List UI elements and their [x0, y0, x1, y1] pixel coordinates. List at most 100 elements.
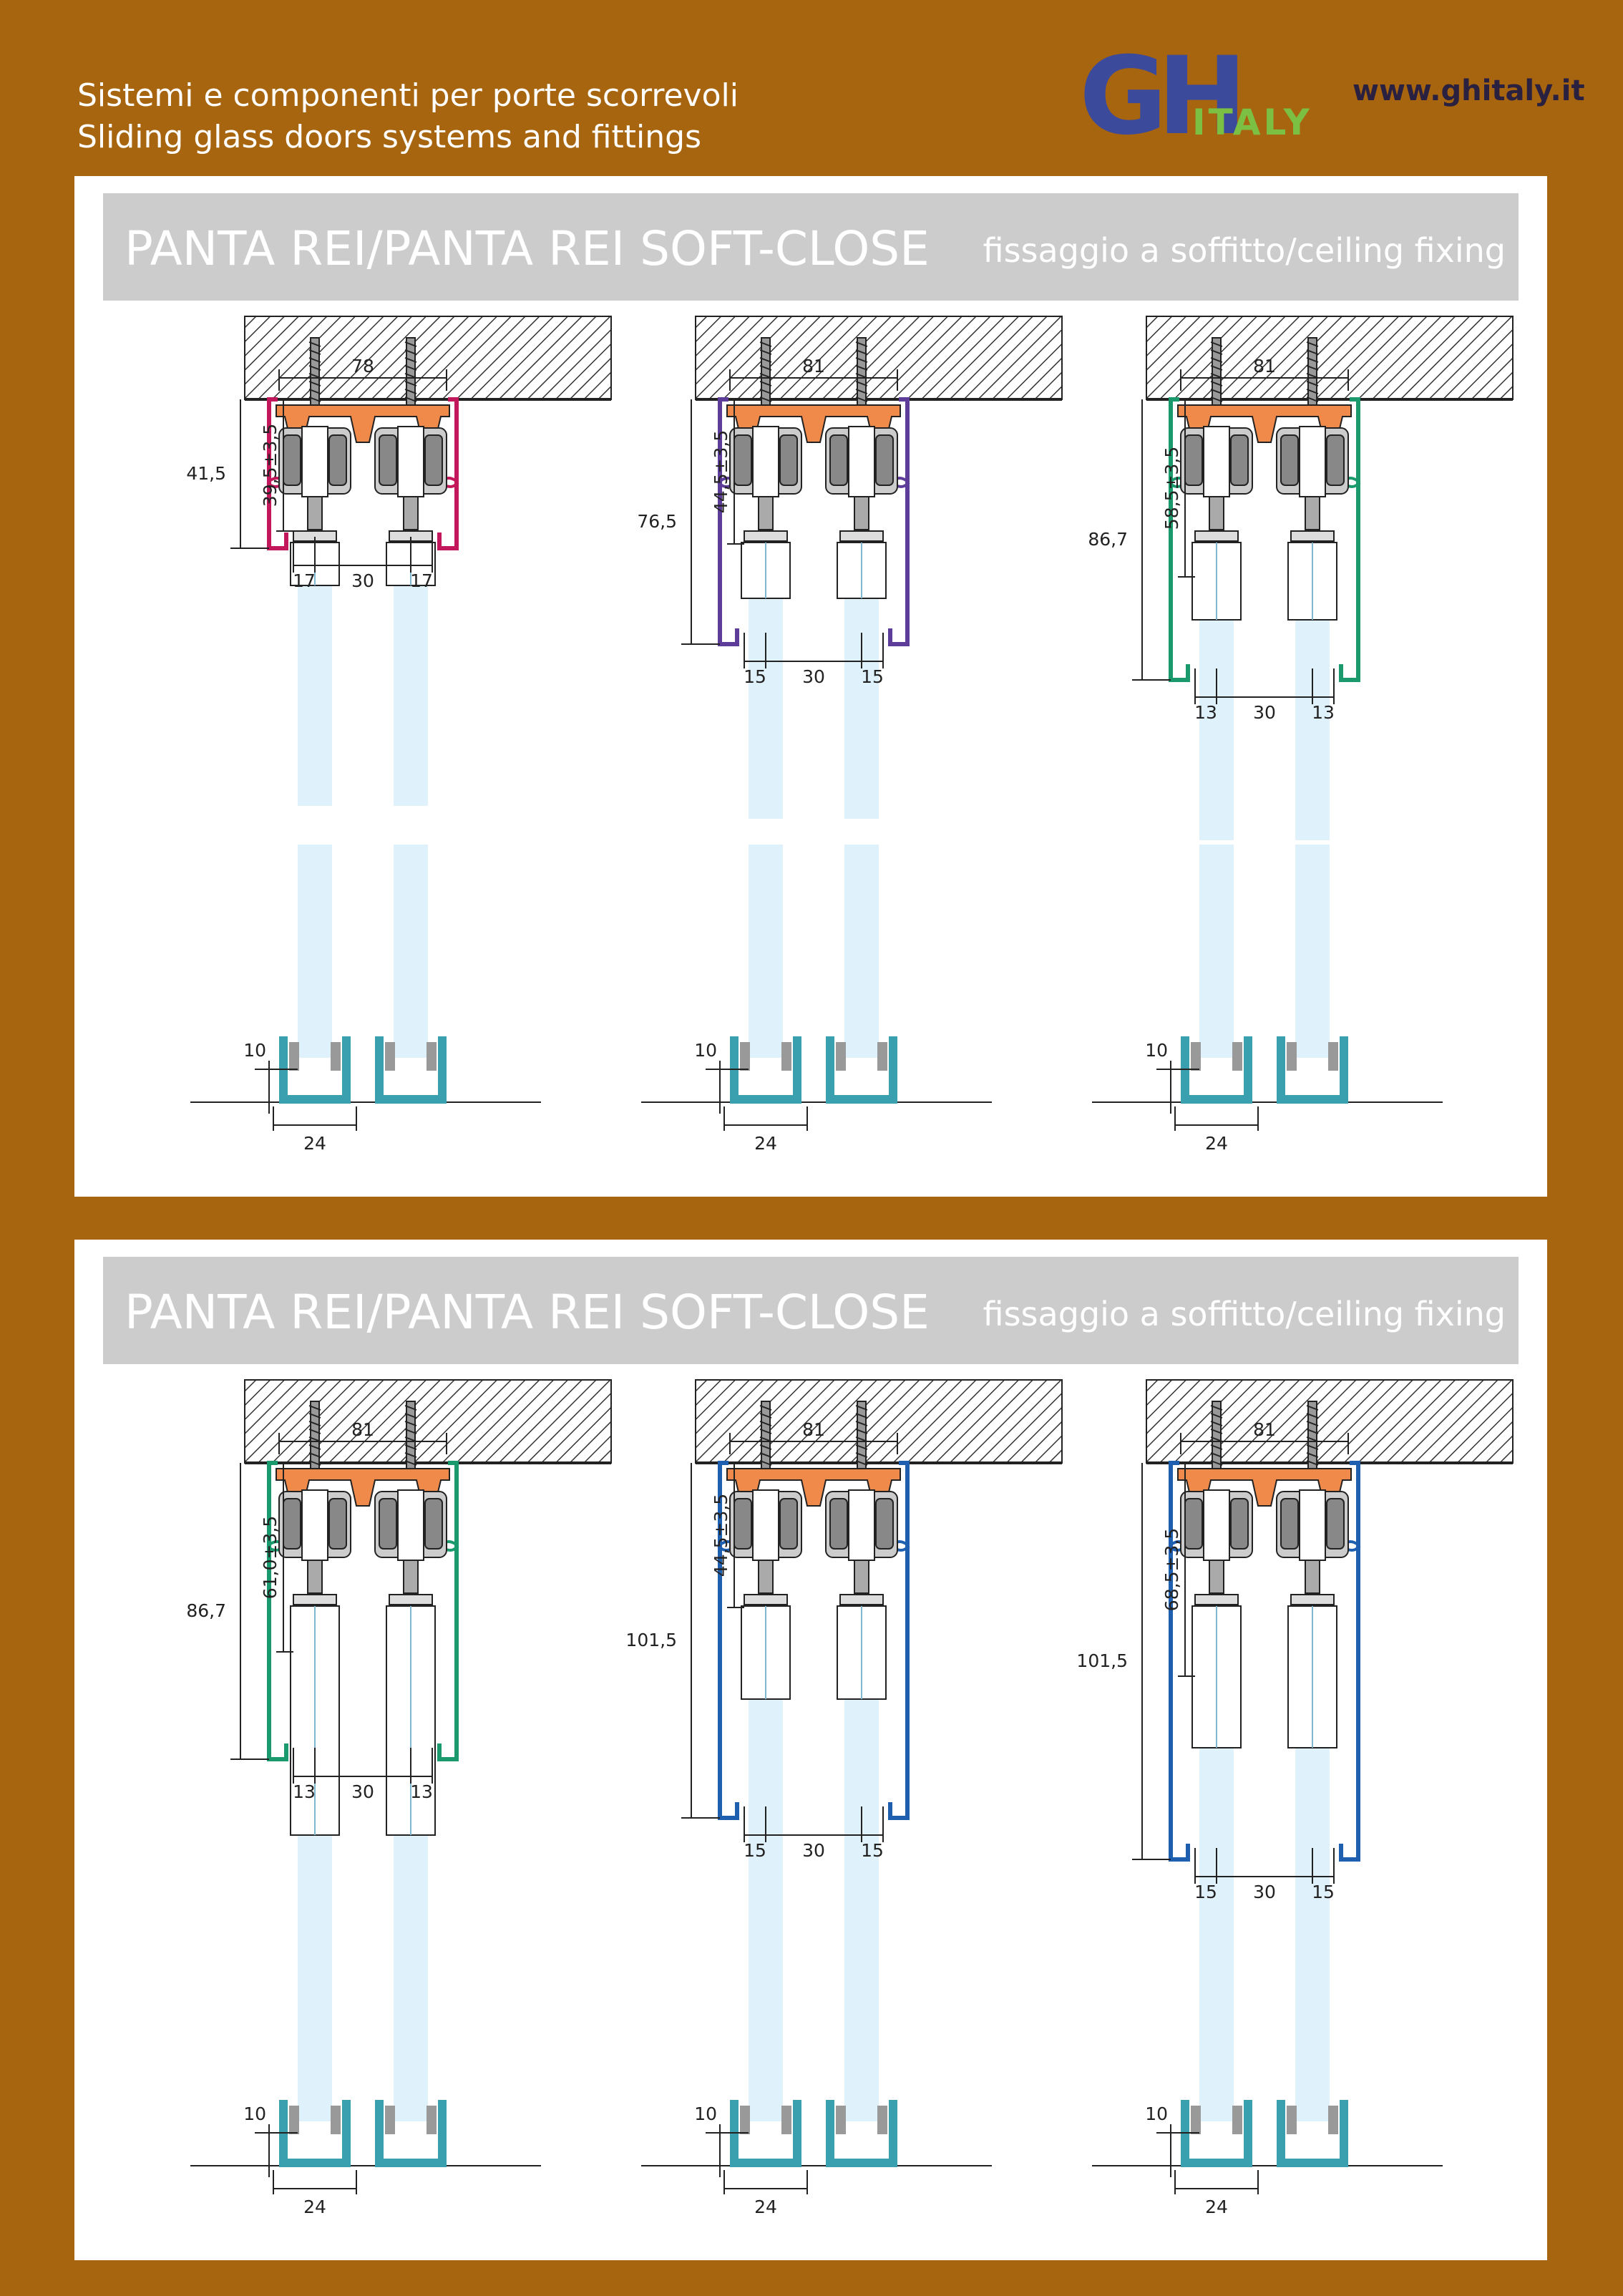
dim-label-spacing-center: 30 — [351, 570, 374, 591]
dim-label-height-total: 101,5 — [1076, 1650, 1128, 1671]
hanger-stem-left — [1209, 496, 1224, 530]
bolt-thread-right — [404, 1421, 417, 1426]
bottom-guide-right — [826, 1036, 897, 1104]
bolt-thread-left — [308, 1405, 321, 1411]
bottom-guide-right — [1277, 2100, 1348, 2167]
bolt-thread-right — [855, 1429, 868, 1434]
bolt-thread-left — [759, 365, 772, 371]
bolt-thread-right — [855, 1405, 868, 1411]
ceiling-slab — [1146, 316, 1514, 400]
bolt-thread-left — [759, 1421, 772, 1426]
bolt-thread-right — [404, 341, 417, 347]
guide-insert-right-a — [385, 1042, 395, 1071]
bolt-thread-left — [308, 389, 321, 394]
bolt-thread-right — [404, 1444, 417, 1450]
glass-pane-left-upper — [1199, 577, 1234, 840]
dim-label-spacing-right: 15 — [861, 666, 884, 687]
bolt-thread-right — [1306, 1413, 1319, 1419]
bolt-thread-right — [1306, 357, 1319, 363]
dim-label-height-total: 86,7 — [186, 1600, 226, 1621]
bolt-thread-left — [759, 1452, 772, 1458]
dim-label-spacing-left: 15 — [744, 1840, 766, 1861]
dim-label-guide-width: 24 — [1205, 2197, 1228, 2217]
bolt-thread-left — [308, 1444, 321, 1450]
hanger-nut-left — [293, 1594, 337, 1605]
bolt-thread-left — [308, 365, 321, 371]
bolt-thread-right — [1306, 1444, 1319, 1450]
bolt-thread-left — [308, 397, 321, 402]
guide-insert-left-a — [740, 1042, 750, 1071]
roller-axle-block-left — [301, 426, 328, 497]
hanger-stem-right — [854, 496, 869, 530]
track-profile-right — [1339, 397, 1360, 682]
dim-label-spacing-center: 30 — [1253, 702, 1276, 723]
bolt-thread-right — [1306, 365, 1319, 371]
bottom-guide-left — [279, 2100, 351, 2167]
guide-insert-right-b — [427, 1042, 437, 1071]
dim-label-spacing-center: 30 — [802, 1840, 825, 1861]
ceiling-bolt-right — [1307, 337, 1317, 406]
dim-label-guide-width: 24 — [303, 2197, 326, 2217]
ceiling-bolt-left — [761, 1401, 771, 1469]
roller-wheel-left-b — [779, 434, 798, 486]
glass-pane-left-lower — [749, 845, 783, 1058]
hanger-stem-right — [403, 496, 419, 530]
dim-label-spacing-right: 13 — [1312, 702, 1335, 723]
guide-insert-right-b — [1328, 1042, 1338, 1071]
bolt-thread-right — [855, 365, 868, 371]
dim-label-guide-depth: 10 — [1145, 1040, 1168, 1061]
dim-label-guide-depth: 10 — [694, 2103, 717, 2124]
bolt-thread-left — [759, 1444, 772, 1450]
dim-label-guide-depth: 10 — [243, 2103, 266, 2124]
ceiling-bolt-left — [761, 337, 771, 406]
glass-pane-right-upper — [394, 543, 428, 806]
roller-wheel-left-a — [733, 434, 752, 486]
bolt-thread-right — [1306, 1460, 1319, 1466]
bolt-thread-left — [759, 1429, 772, 1434]
dim-label-height-total: 101,5 — [625, 1630, 677, 1650]
bolt-thread-right — [1306, 349, 1319, 355]
bolt-thread-left — [308, 349, 321, 355]
glass-pane-right-lower — [1295, 1908, 1330, 2121]
bolt-thread-right — [404, 349, 417, 355]
bolt-thread-right — [855, 1421, 868, 1426]
bolt-thread-left — [1210, 381, 1223, 386]
roller-wheel-left-a — [1184, 434, 1203, 486]
dim-label-guide-depth: 10 — [243, 1040, 266, 1061]
bolt-thread-left — [1210, 1405, 1223, 1411]
bolt-thread-left — [1210, 389, 1223, 394]
bolt-thread-right — [404, 397, 417, 402]
panel-title: PANTA REI/PANTA REI SOFT-CLOSE — [125, 221, 930, 276]
bottom-guide-right — [375, 2100, 447, 2167]
bolt-thread-right — [855, 349, 868, 355]
hanger-stem-right — [1305, 1560, 1320, 1594]
bolt-thread-right — [855, 381, 868, 386]
roller-wheel-left-b — [328, 1498, 347, 1550]
track-profile-right — [437, 397, 459, 550]
dim-label-height-adj: 39,5±3,5 — [260, 424, 281, 507]
ceiling-slab — [1146, 1379, 1514, 1464]
bolt-thread-left — [308, 1413, 321, 1419]
header-line-2: Sliding glass doors systems and fittings — [77, 119, 701, 155]
bolt-thread-right — [855, 389, 868, 394]
bolt-thread-left — [1210, 1460, 1223, 1466]
dim-label-guide-width: 24 — [1205, 1133, 1228, 1154]
guide-insert-right-b — [877, 2106, 887, 2134]
website-link[interactable]: www.ghitaly.it — [1352, 74, 1585, 107]
bolt-thread-left — [308, 1452, 321, 1458]
roller-axle-block-right — [397, 426, 424, 497]
hanger-stem-right — [1305, 496, 1320, 530]
roller-axle-block-left — [752, 1489, 779, 1561]
bolt-thread-right — [404, 357, 417, 363]
dim-label-height-adj: 44,5±3,5 — [711, 430, 731, 513]
dim-label-guide-width: 24 — [754, 2197, 777, 2217]
roller-wheel-right-b — [875, 434, 894, 486]
roller-wheel-left-a — [1184, 1498, 1203, 1550]
glass-pane-right-lower — [844, 845, 879, 1058]
roller-axle-block-right — [1299, 1489, 1326, 1561]
guide-insert-right-a — [836, 1042, 846, 1071]
ceiling-bolt-left — [310, 337, 320, 406]
hanger-stem-left — [758, 496, 774, 530]
